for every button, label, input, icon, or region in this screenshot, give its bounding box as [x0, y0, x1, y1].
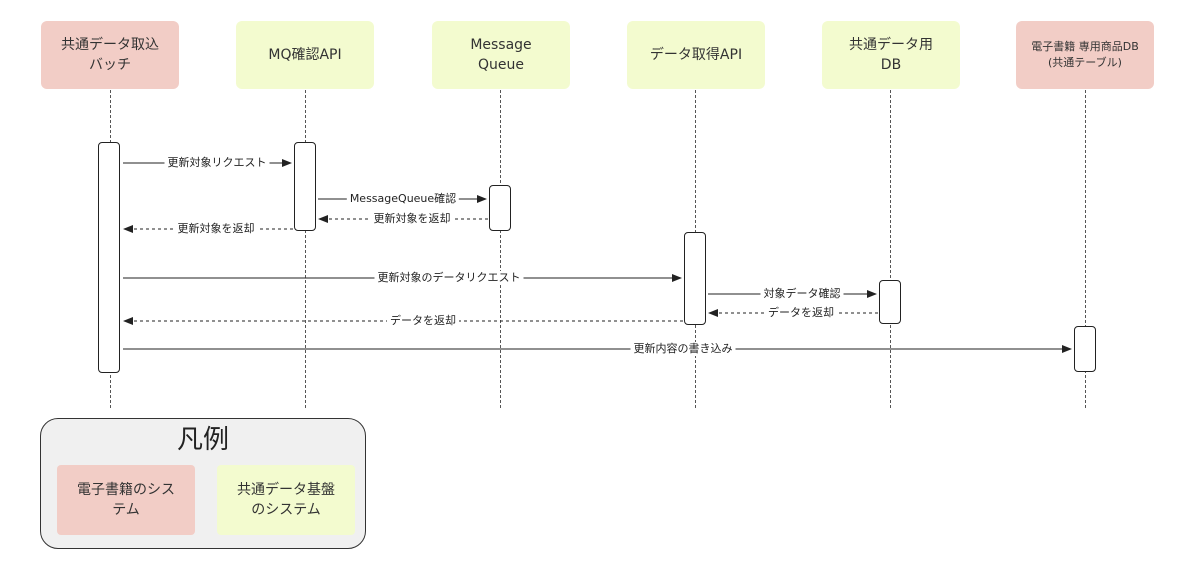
participant-data-api: データ取得API — [627, 21, 765, 89]
participant-mq-api: MQ確認API — [236, 21, 374, 89]
legend-item-ebook-system: 電子書籍のシス テム — [57, 465, 195, 535]
message-label: 更新対象のデータリクエスト — [374, 271, 524, 285]
participant-message-queue: Message Queue — [432, 21, 570, 89]
participant-batch: 共通データ取込 バッチ — [41, 21, 179, 89]
activation-common-db — [879, 280, 901, 324]
lifeline-ebook-db — [1085, 90, 1086, 408]
lifeline-message-queue — [500, 90, 501, 408]
participant-ebook-db: 電子書籍 専用商品DB (共通テーブル) — [1016, 21, 1154, 89]
activation-message-queue — [489, 185, 511, 231]
legend-title: 凡例 — [176, 425, 229, 455]
activation-data-api — [684, 232, 706, 325]
lifeline-mq-api — [305, 90, 306, 408]
lifeline-common-db — [890, 90, 891, 408]
activation-batch — [98, 142, 120, 373]
message-label: データを返却 — [387, 314, 459, 328]
message-label: 更新対象を返却 — [370, 212, 454, 226]
activation-mq-api — [294, 142, 316, 231]
message-label: 更新対象を返却 — [174, 222, 258, 236]
message-label: データを返却 — [765, 306, 837, 320]
message-label: MessageQueue確認 — [346, 192, 460, 206]
message-label: 更新内容の書き込み — [630, 342, 736, 356]
legend: 凡例 電子書籍のシス テム 共通データ基盤 のシステム — [40, 418, 366, 549]
message-label: 対象データ確認 — [760, 287, 844, 301]
activation-ebook-db — [1074, 326, 1096, 372]
participant-common-db: 共通データ用 DB — [822, 21, 960, 89]
legend-item-common-platform: 共通データ基盤 のシステム — [217, 465, 355, 535]
message-label: 更新対象リクエスト — [164, 156, 270, 170]
